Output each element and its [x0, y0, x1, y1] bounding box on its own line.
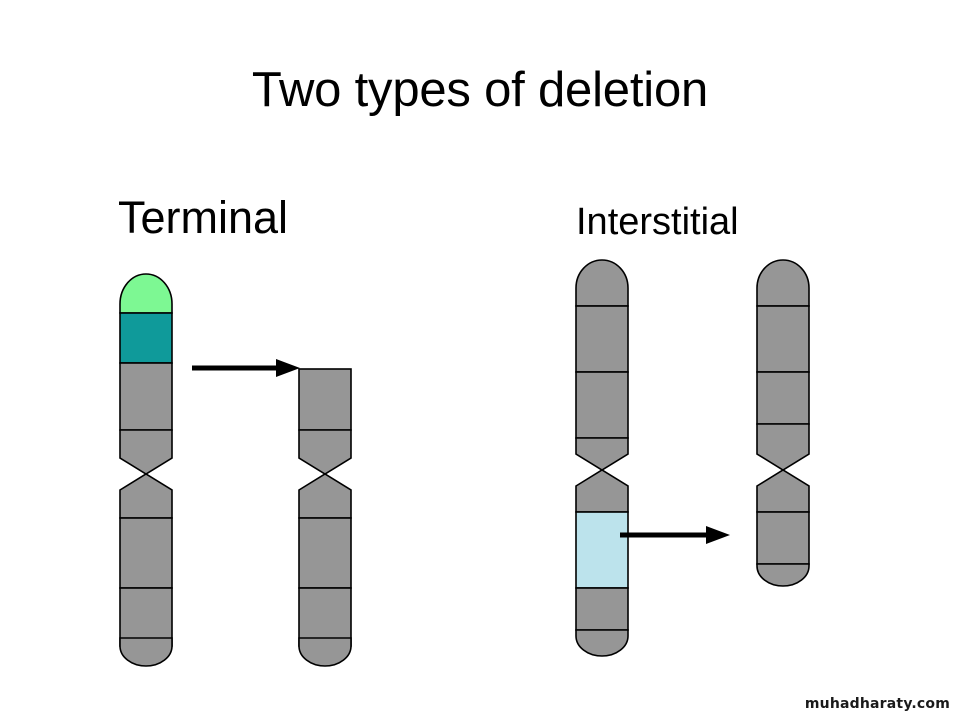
band-gray-bottom-cap: [298, 637, 352, 667]
section-label-terminal: Terminal: [118, 192, 289, 243]
band-gray-top-cap: [756, 259, 810, 307]
band-gray: [119, 587, 173, 647]
band-gray-upper-centromere: [575, 437, 629, 471]
band-gray-bottom-cap: [119, 637, 173, 667]
band-gray: [119, 517, 173, 589]
band-gray-lower-centromere: [575, 469, 629, 513]
band-teal-deleted: [119, 312, 173, 364]
chromosome-interstitial-after: [755, 258, 811, 588]
chromosome-interstitial-before: [574, 258, 630, 658]
band-gray: [575, 587, 629, 631]
band-gray: [756, 371, 810, 425]
band-gray-upper-centromere: [756, 423, 810, 471]
band-gray: [756, 511, 810, 565]
band-gray: [298, 587, 352, 647]
band-gray: [575, 371, 629, 439]
band-green-telomere: [119, 273, 173, 314]
band-gray: [575, 305, 629, 373]
band-gray: [298, 517, 352, 589]
section-label-interstitial: Interstitial: [576, 201, 739, 243]
band-gray: [119, 362, 173, 431]
arrow-right-icon-interstitial: [620, 524, 732, 546]
band-lightblue-deleted: [575, 511, 629, 589]
chromosome-terminal-before: [118, 272, 174, 668]
arrow-right-icon-terminal: [192, 357, 302, 379]
band-gray: [756, 305, 810, 373]
band-gray-upper-centromere: [298, 429, 352, 475]
band-gray-lower-centromere: [119, 473, 173, 519]
band-gray-lower-centromere: [756, 469, 810, 513]
watermark-text: muhadharaty.com: [804, 696, 950, 712]
band-gray-top-cap: [575, 259, 629, 307]
band-gray-lower-centromere: [298, 473, 352, 519]
page-title: Two types of deletion: [251, 63, 709, 117]
band-gray-bottom-cap: [756, 563, 810, 587]
band-gray-flat-top: [298, 368, 352, 431]
chromosome-terminal-after: [297, 367, 353, 668]
band-gray-upper-centromere: [119, 429, 173, 475]
band-gray-bottom-cap: [575, 629, 629, 657]
